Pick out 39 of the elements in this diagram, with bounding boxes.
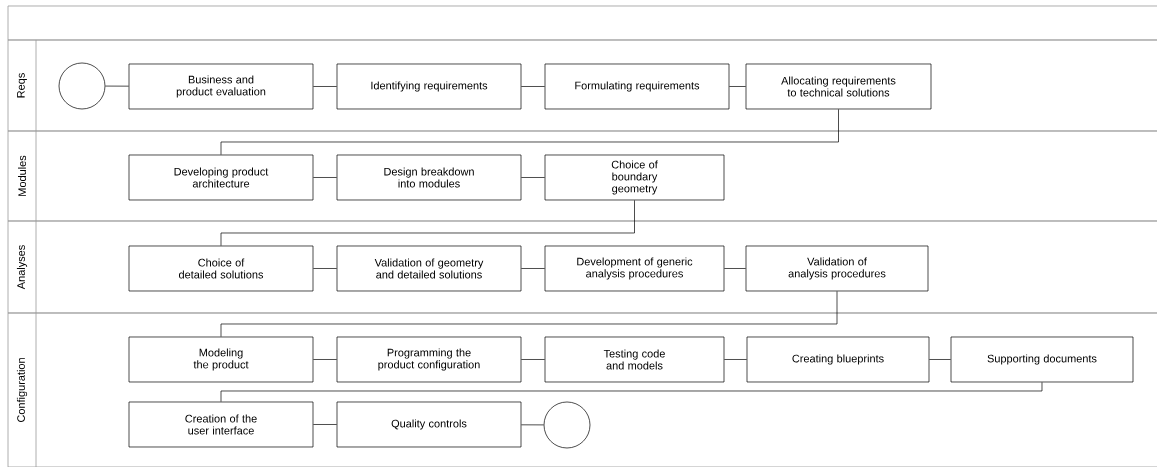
process-box: Formulating requirements [544, 63, 730, 110]
process-box: Choice of detailed solutions [128, 245, 314, 292]
process-box: Design breakdown into modules [336, 154, 522, 201]
connector [521, 424, 544, 426]
connector [105, 85, 129, 87]
connector [521, 177, 545, 178]
process-box: Quality controls [336, 401, 522, 448]
process-box: Allocating requirements to technical solutions [745, 63, 932, 110]
connector [724, 268, 746, 269]
connector [220, 291, 838, 337]
connector [313, 268, 337, 269]
process-box: Developing product architecture [128, 154, 314, 201]
connector [220, 109, 839, 155]
connector [724, 359, 747, 360]
connector [220, 200, 635, 246]
connector [521, 86, 545, 87]
process-box: Modeling the product [128, 336, 314, 383]
process-box: Creating blueprints [746, 336, 930, 383]
process-box: Validation of analysis procedures [745, 245, 929, 292]
event-circle [543, 401, 591, 449]
connector [220, 382, 1043, 402]
connector [521, 359, 545, 360]
process-box: Business and product evaluation [128, 63, 314, 110]
process-box: Identifying requirements [336, 63, 522, 110]
process-box: Programming the product configuration [336, 336, 522, 383]
process-box: Supporting documents [950, 336, 1134, 383]
process-box: Development of generic analysis procedures [544, 245, 725, 292]
connector [313, 86, 337, 87]
connector [729, 86, 746, 87]
event-circle [58, 62, 106, 110]
process-box: Choice of boundary geometry [544, 154, 725, 201]
process-box: Testing code and models [544, 336, 725, 383]
connector [313, 177, 337, 178]
process-box: Validation of geometry and detailed solutions [336, 245, 522, 292]
connector [313, 424, 337, 425]
connector [313, 359, 337, 360]
connector [929, 359, 951, 360]
process-box: Creation of the user interface [128, 401, 314, 448]
connector [521, 268, 545, 269]
